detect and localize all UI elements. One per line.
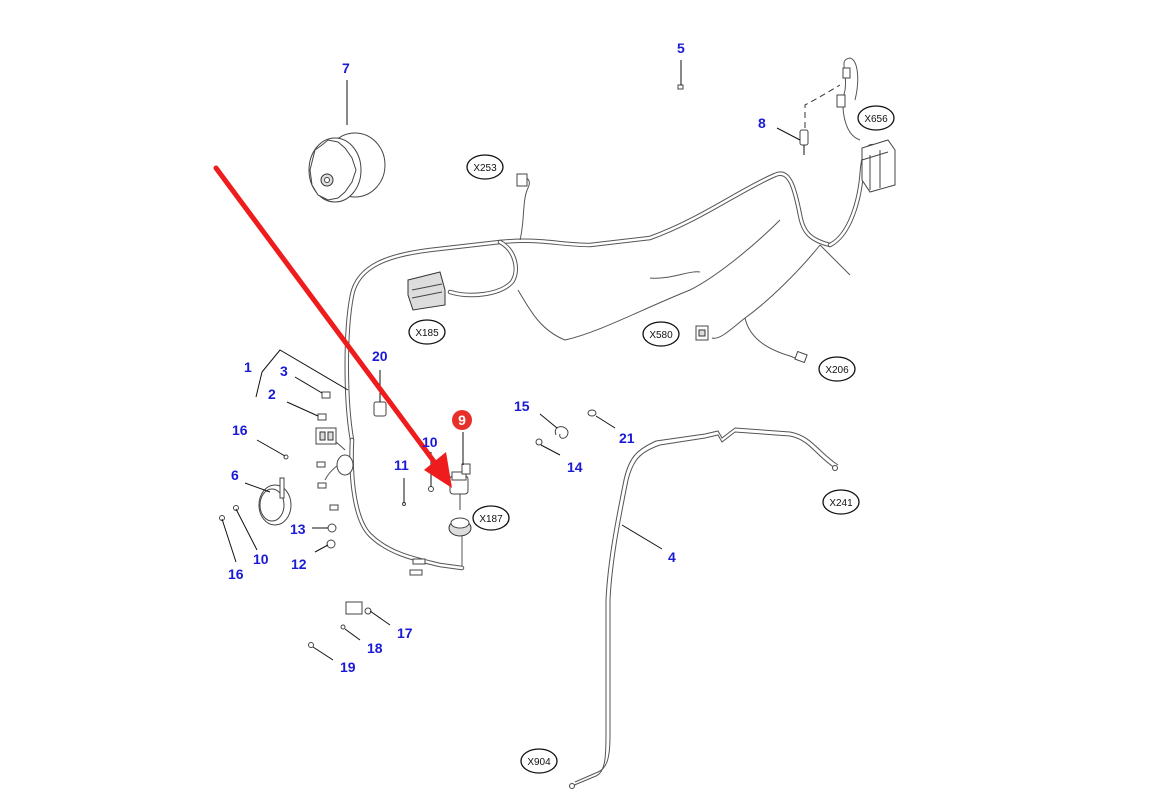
- horn-part-6: [258, 477, 292, 526]
- label-part-9-highlighted[interactable]: 9: [452, 410, 472, 430]
- main-wiring-harness: [319, 57, 881, 571]
- label-part-10-upper[interactable]: 10: [422, 434, 438, 450]
- svg-text:9: 9: [458, 412, 466, 428]
- terminal-part-2: [317, 413, 327, 421]
- label-part-13[interactable]: 13: [290, 521, 306, 537]
- sensor-part-8: [799, 67, 851, 155]
- clamp-part-17: [345, 601, 372, 615]
- label-part-17[interactable]: 17: [397, 625, 413, 641]
- svg-text:X580: X580: [649, 330, 673, 341]
- label-part-10-lower[interactable]: 10: [253, 551, 269, 567]
- nut-part-14: [535, 438, 543, 446]
- screw-part-18: [340, 624, 346, 630]
- connector-label-x904[interactable]: X904: [520, 748, 558, 774]
- label-part-2[interactable]: 2: [268, 386, 276, 402]
- lug-terminal-a: [409, 569, 423, 576]
- clip-part-20: [373, 401, 387, 417]
- svg-text:X253: X253: [473, 163, 497, 174]
- connector-label-x656[interactable]: X656: [857, 105, 895, 131]
- label-part-19[interactable]: 19: [340, 659, 356, 675]
- connector-label-x241[interactable]: X241: [822, 489, 860, 515]
- svg-text:X206: X206: [825, 365, 849, 376]
- label-part-3[interactable]: 3: [280, 363, 288, 379]
- connector-callouts: X253 X656 X185 X580 X206 X187 X241 X904: [408, 105, 895, 774]
- washer-part-10-lower: [233, 505, 239, 511]
- label-part-5[interactable]: 5: [677, 40, 685, 56]
- connector-x580-plug: [695, 325, 709, 341]
- svg-text:X241: X241: [829, 498, 853, 509]
- connector-x253-plug: [516, 173, 528, 187]
- highlight-arrow: [213, 165, 452, 488]
- label-part-6[interactable]: 6: [231, 467, 239, 483]
- label-part-15[interactable]: 15: [514, 398, 530, 414]
- relay-block-x656: [861, 139, 896, 193]
- label-part-1[interactable]: 1: [244, 359, 252, 375]
- label-part-11[interactable]: 11: [394, 457, 409, 473]
- label-part-4[interactable]: 4: [668, 549, 676, 565]
- label-part-7[interactable]: 7: [342, 60, 350, 76]
- ring-terminal-x241: [832, 465, 838, 471]
- connector-label-x253[interactable]: X253: [466, 154, 504, 180]
- connector-x206-plug: [794, 350, 808, 364]
- relay-part-9: [448, 463, 472, 566]
- label-part-14[interactable]: 14: [567, 459, 583, 475]
- svg-text:X185: X185: [415, 328, 439, 339]
- svg-text:X904: X904: [527, 757, 551, 768]
- ring-part-12: [326, 539, 336, 549]
- label-part-16-upper[interactable]: 16: [232, 422, 248, 438]
- label-part-12[interactable]: 12: [291, 556, 307, 572]
- label-part-21[interactable]: 21: [619, 430, 635, 446]
- label-part-16-lower[interactable]: 16: [228, 566, 244, 582]
- nut-part-19: [308, 642, 314, 648]
- washer-part-21: [587, 409, 597, 417]
- relay-cluster-part-1: [315, 427, 354, 511]
- nut-part-13: [327, 523, 337, 533]
- connector-label-x187[interactable]: X187: [472, 505, 510, 531]
- clip-part-15: [554, 426, 569, 439]
- connector-label-x185[interactable]: X185: [408, 319, 446, 345]
- connector-label-x206[interactable]: X206: [818, 356, 856, 382]
- svg-text:X656: X656: [864, 114, 888, 125]
- lug-terminal-b: [412, 558, 426, 565]
- leader-lines: [221, 60, 801, 661]
- cable-part-4: [569, 427, 839, 789]
- connector-label-x580[interactable]: X580: [642, 321, 680, 347]
- label-part-18[interactable]: 18: [367, 640, 383, 656]
- part-number-labels: 1 2 3 4 5 6 7 8 9 10 10 11 12 13 14 15 1…: [228, 40, 766, 675]
- label-part-20[interactable]: 20: [372, 348, 388, 364]
- ring-terminal-x904: [569, 783, 575, 789]
- label-part-8[interactable]: 8: [758, 115, 766, 131]
- washer-part-10-upper: [428, 486, 434, 492]
- bolt-part-5: [677, 84, 684, 90]
- svg-text:X187: X187: [479, 514, 503, 525]
- connector-block-x185: [407, 271, 446, 311]
- alternator-part-7: [308, 132, 386, 203]
- terminal-part-3: [321, 391, 331, 399]
